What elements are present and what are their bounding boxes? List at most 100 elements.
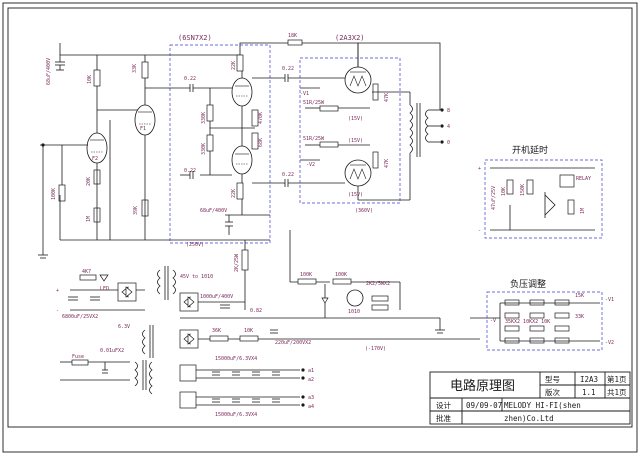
label-0.82: 0.82 [250,308,262,314]
tube-2a3-b [344,159,372,187]
svg-text:-: - [478,228,481,234]
label-100k-input: 100K [51,188,57,200]
label-negv2: -V2 [306,162,315,168]
regulator-1010 [346,289,364,307]
version-label: 版次 [545,387,560,397]
label-2k5: 2K/25W [234,253,240,272]
svg-text:+: + [56,288,59,294]
label-relay: RELAY [576,176,591,182]
label-22k-a: 22K [231,61,237,70]
label-fuse: Fuse [72,354,84,360]
label-0.22-a: 0.22 [184,76,196,82]
label-1010: 1010 [348,309,360,315]
model-value: I2A3 [580,375,598,384]
label-15000uf-a: 15000uF/6.3VX4 [215,356,257,362]
label-39k: 39K [133,206,139,215]
output-stage-box [299,57,401,204]
label-51r-b: 51R/25W [303,136,325,142]
label-45v-to-1010: 45V to 1010 [180,274,213,280]
output-transformer [409,103,440,157]
label-100k-a: 100K [300,272,312,278]
tube-2a3-a [344,66,372,94]
label-47k-b: 47K [384,159,390,168]
sheet-number: 第1页 [607,374,627,384]
label-a2: a2 [308,377,314,383]
label-10k-ctrl: 10K [501,187,507,196]
neg-bias-section-title: 负压调整 [510,278,546,290]
label-1m-b: 1M [580,208,586,214]
label-0.22-d: 0.22 [282,172,294,178]
label-led: LED [100,286,109,292]
label-68uf-driver: 68uF/400V [200,208,227,214]
company-line1: MELODY HI-FI(shen [504,401,581,410]
label-2k2: 2K2/5WX2 [366,281,390,287]
label-330k-a: 330K [201,112,207,124]
label-220uf: 220uF/200VX2 [275,340,311,346]
approve-label: 批准 [436,413,451,423]
label-bias-parts: 35KX2 10KX2 10K [505,319,550,325]
label-0.22-c: 0.22 [282,66,294,72]
model-label: 型号 [545,375,560,384]
label-negv1-b: -V1 [605,297,614,303]
drawing-title: 电路原理图 [450,378,515,394]
driver-stage-box [169,44,271,244]
resistor-18k-top [287,39,303,46]
tube-6sn7-driver-b [231,145,253,175]
label-47uf: 47uF/25V [491,186,497,210]
label-51r-a: 51R/25W [303,100,325,106]
label-1000uf: 1000uF/400V [200,294,233,300]
delay-section-title: 开机延时 [512,144,548,156]
bias-resistor-network [504,299,570,344]
neg-bias-section-box [486,291,603,351]
label-33k-a: 33K [132,64,138,73]
title-block [429,371,631,425]
label-15v-b: (15V) [348,138,363,144]
label-15v-c: (15V) [348,192,363,198]
label-470k: 470K [258,112,264,124]
label-6800uf: 6800uF/25VX2 [62,314,98,320]
label-4k7: 4K7 [82,269,91,275]
tube-6sn7-driver-a [231,77,253,107]
label-a3: a3 [308,395,314,401]
label-negv2-b: -V2 [605,340,614,346]
svg-text:F1: F1 [140,126,146,132]
label-33k-c: 33K [575,314,584,320]
label-18k-top: 18K [288,33,297,39]
label-negv1: -V1 [300,91,309,97]
label-15v-a: (15V) [348,116,363,122]
label-a4: a4 [308,404,314,410]
fuse [71,359,89,366]
label-360v: (360V) [355,208,373,214]
label-47k-a: 47K [384,93,390,102]
bplus-rail [59,42,441,110]
output-stage-header: (2A3X2) [335,34,365,42]
label-out-8: 8 [447,108,450,114]
label-22k-b: 22K [231,189,237,198]
label-a1: a1 [308,368,314,374]
sheet-total: 共1页 [607,388,627,397]
label-10k: 10K [244,328,253,334]
label-100k-b: 100K [335,272,347,278]
company-line2: zhen)Co.Ltd [504,414,554,423]
label-15000uf-b: 15000uF/6.3VX4 [215,412,257,418]
label-36k: 36K [212,328,221,334]
label-68k: 68K [258,138,264,147]
inner-border [7,7,633,428]
label-10k-a: 10K [87,75,93,84]
filament-caps [212,371,280,403]
delay-section-box [484,159,603,239]
bridge-rectifier-fil-a [179,364,197,382]
label-out-4: 4 [447,124,450,130]
svg-text:+: + [478,166,481,172]
label-15k: 15K [575,293,584,299]
label-68uf-left: 68uF/400V [46,58,52,85]
date-value: 09/09-07 [466,401,502,410]
version-value: 1.1 [582,388,596,397]
relay [559,174,575,188]
label-150k: 150K [520,184,526,196]
label-20k: 20K [86,177,92,186]
driver-stage-header: (6SN7X2) [178,34,212,42]
